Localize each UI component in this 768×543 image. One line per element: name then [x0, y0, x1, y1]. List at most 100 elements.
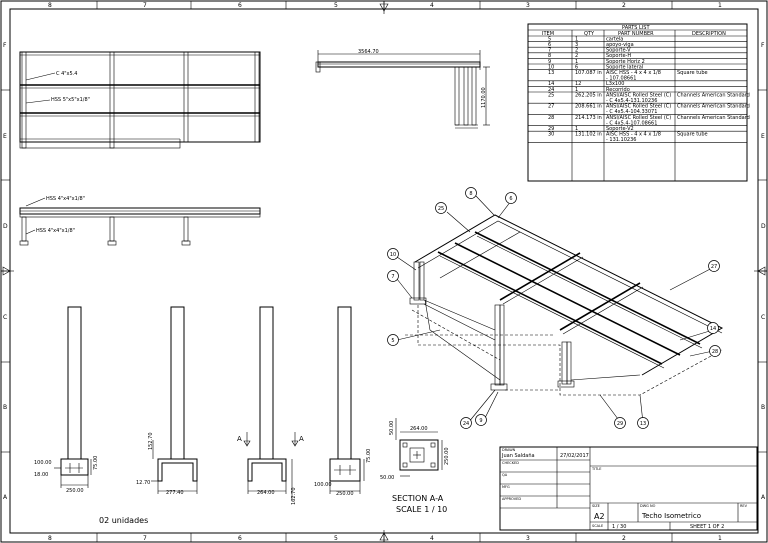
rev-label: REV: [740, 504, 748, 508]
sheet-size: A2: [594, 512, 605, 521]
drawn-name: Juan Saldaña: [501, 453, 535, 459]
balloon-label-7: 7: [391, 274, 394, 280]
cell-part: L3x100: [606, 81, 624, 87]
cell-part-cont: - 107.08661: [606, 76, 636, 82]
section-a-a: 264.00 250.00 50.00 50.00 SECTION A-A SC…: [380, 418, 450, 514]
cell-item: 14: [548, 81, 554, 87]
section-scale: SCALE 1 / 10: [396, 505, 447, 514]
qa-label: QA: [502, 473, 508, 477]
cell-part: Soporte Horiz 2: [606, 59, 645, 65]
cell-qty: 2: [575, 53, 578, 59]
cell-desc: Channels American Standard: [677, 115, 750, 121]
cell-qty: 107.087 in: [575, 70, 602, 76]
balloon-label-10: 10: [390, 252, 396, 258]
cell-item: 7: [548, 48, 551, 54]
zone-columns-bottom: 8 7 6 5 4 3 2 1: [48, 533, 722, 542]
cell-part: Soporte lateral: [606, 64, 643, 70]
cell-part: ANSI/AISC Rolled Steel (C): [606, 115, 671, 121]
cell-qty: 208.661 in: [575, 104, 602, 110]
side-label-bottom: HSS 4"x4"x1/8": [36, 228, 75, 234]
zone-row-right-E: E: [761, 133, 765, 140]
title-block: DRAWN Juan Saldaña 27/02/2017 CHECKED QA…: [499, 446, 758, 531]
zone-row-right-C: C: [761, 314, 765, 321]
cell-item: 8: [548, 53, 551, 59]
cell-desc: Channels American Standard: [677, 92, 750, 98]
col-header-qty: QTY: [584, 31, 595, 37]
dim-162: 162.70: [291, 488, 297, 506]
dim-277: 277.40: [166, 490, 184, 496]
balloon-label-9: 9: [479, 418, 482, 424]
balloon-24: [460, 417, 472, 429]
cell-qty: 1: [575, 36, 578, 42]
cell-part: apoyo-viga: [606, 42, 634, 48]
dim-50-b: 50.00: [380, 475, 394, 481]
dim-264-b: 264.00: [410, 426, 428, 432]
balloon-7: [387, 270, 399, 282]
balloon-13: [637, 417, 649, 429]
parts-list-title: PARTS LIST: [622, 25, 650, 31]
zone-col-8: 8: [48, 2, 52, 9]
cell-part: ANSI/AISC Rolled Steel (C): [606, 92, 671, 98]
balloon-label-25: 25: [438, 206, 444, 212]
sheet-number: SHEET 1 OF 2: [690, 524, 724, 530]
cell-item: 6: [548, 42, 551, 48]
balloon-label-8: 8: [469, 191, 472, 197]
balloon-5: [387, 334, 399, 346]
side-label-top: HSS 4"x4"x1/8": [46, 196, 85, 202]
isometric-view: [396, 195, 724, 424]
drawing-title: Techo Isometrico: [641, 512, 701, 520]
cell-qty: 262.205 in: [575, 92, 602, 98]
scale-label: SCALE: [592, 524, 603, 528]
zone-columns-top: 8 7 6 5 4 3 2 1: [48, 1, 722, 9]
cell-part-cont: - 131.10236: [606, 137, 636, 143]
cell-qty: 131.102 in: [575, 132, 602, 138]
cell-qty: 12: [575, 81, 581, 87]
column-view-4: 250.00 100.00 75.00: [314, 306, 372, 497]
balloon-29: [614, 417, 626, 429]
side-view: HSS 4"x4"x1/8" HSS 4"x4"x1/8": [19, 196, 261, 246]
cell-item: 9: [548, 59, 551, 65]
zone-col-3: 3: [526, 2, 530, 9]
col-header-desc: DESCRIPTION: [692, 31, 726, 37]
cell-qty: 1: [575, 126, 578, 132]
zone-col-bottom-4: 4: [430, 535, 434, 542]
cell-qty: 1: [575, 59, 578, 65]
cell-qty: 2: [575, 48, 578, 54]
zone-row-C: C: [3, 314, 7, 321]
elevation-view: 3564.70 1170.00: [315, 49, 490, 129]
dim-width: 3564.70: [358, 49, 379, 55]
balloon-8: [465, 187, 477, 199]
dim-152: 152.70: [148, 433, 154, 451]
cell-item: 5: [548, 36, 551, 42]
balloon-label-6: 6: [509, 196, 512, 202]
dwg-label: DWG NO: [640, 504, 656, 508]
column-caption: 02 unidades: [99, 516, 148, 525]
balloon-label-13: 13: [640, 421, 646, 427]
dim-250-b: 250.00: [336, 491, 354, 497]
cell-part: Soporte-V: [606, 48, 631, 54]
balloon-14: [707, 322, 719, 334]
cell-item: 30: [548, 132, 554, 138]
zone-row-right-B: B: [761, 404, 765, 411]
zone-col-bottom-7: 7: [143, 535, 147, 542]
dim-50-a: 50.00: [389, 421, 395, 435]
drawing-scale: 1 / 30: [612, 524, 626, 530]
section-mark-left: A: [237, 435, 242, 443]
checked-label: CHECKED: [502, 461, 519, 465]
zone-col-bottom-5: 5: [334, 535, 338, 542]
cell-qty: 214.173 in: [575, 115, 602, 121]
zone-row-E: E: [3, 133, 7, 140]
cell-item: 13: [548, 70, 554, 76]
balloon-28: [709, 345, 721, 357]
cell-part: ANSI/AISC Rolled Steel (C): [606, 104, 671, 110]
plan-label-hss: HSS 5"x5"x1/8": [51, 97, 90, 103]
section-title: SECTION A-A: [392, 494, 444, 503]
cell-part-cont: - C 4x5.4-104.33071: [606, 109, 657, 115]
cell-part: Recorrido: [606, 87, 630, 93]
dim-264: 264.00: [257, 490, 275, 496]
column-view-2: 277.40 12.70 152.70: [136, 306, 198, 496]
